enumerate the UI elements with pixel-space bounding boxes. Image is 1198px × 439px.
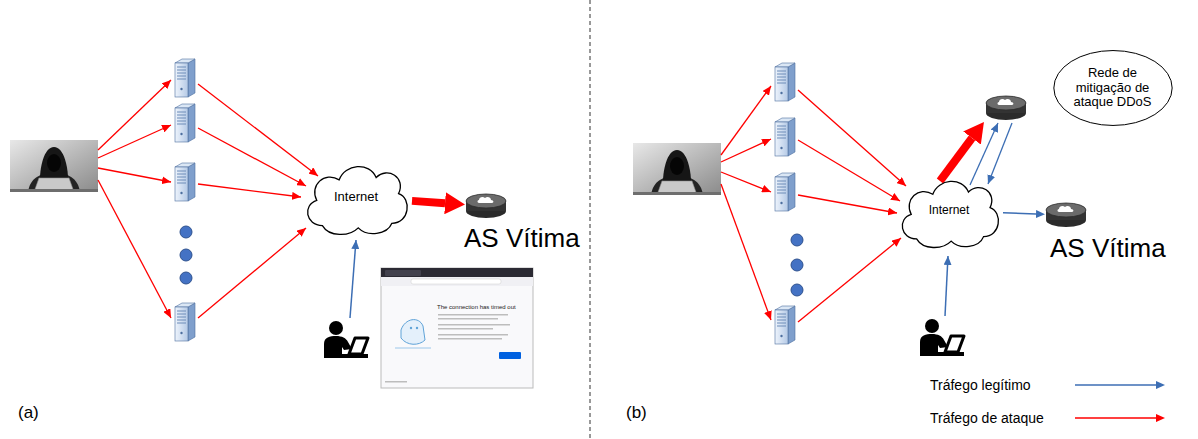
- ellipsis-dots: [791, 234, 803, 296]
- panel-divider: [590, 0, 591, 439]
- victim-router: AS Vítima: [1045, 202, 1087, 228]
- server-icon: [175, 163, 195, 201]
- error-title: The connection has timed out: [437, 304, 516, 311]
- internet-cloud: Internet: [300, 157, 412, 237]
- router-shape: [1045, 202, 1087, 228]
- ellipsis-dots: [180, 226, 192, 284]
- attack-flow-arrow: [412, 201, 445, 203]
- server-icon: [175, 104, 195, 142]
- server-icon: [775, 306, 795, 344]
- legend-text: Tráfego legítimo: [930, 377, 1031, 393]
- router-icon: [1046, 203, 1086, 227]
- mitigation-router: [986, 96, 1026, 120]
- node-text: Internet: [334, 190, 378, 205]
- node-text: AS Vítima: [464, 224, 580, 254]
- legit-arrow: [350, 240, 356, 318]
- node-text: AS Vítima: [1050, 234, 1166, 264]
- legit-user: [324, 321, 368, 358]
- attacker-photo: [633, 143, 721, 195]
- server-icon: [775, 63, 795, 101]
- legend-text: Tráfego de ataque: [930, 410, 1044, 426]
- attack-arrows: [98, 80, 318, 318]
- attacker-photo: [10, 140, 98, 192]
- legend-sample: [1075, 417, 1156, 419]
- cloud-outline: [902, 181, 998, 247]
- router-shape: [465, 193, 507, 219]
- legit-arrow: [945, 256, 948, 316]
- server-icon: [175, 303, 195, 341]
- server-icon: [775, 173, 795, 211]
- server-icon: [175, 59, 195, 97]
- diverted-attack-arrow: [940, 138, 972, 181]
- internet-cloud: Internet: [895, 172, 1003, 250]
- legit-arrow: [970, 123, 998, 185]
- panel-letter: (b): [626, 403, 647, 423]
- node-text: Internet: [929, 204, 970, 218]
- attack-arrows: [721, 86, 906, 322]
- router-icon: [466, 194, 506, 218]
- ellipse-outline: [1053, 51, 1171, 126]
- mitigation-ellipse: Rede de mitigação de ataque DDoS: [1053, 50, 1173, 126]
- cloud-outline: [308, 167, 408, 235]
- clean-return-arrow: [988, 123, 1012, 184]
- node-text: Rede de mitigação de ataque DDoS: [1073, 66, 1153, 111]
- legit-user: [920, 319, 964, 356]
- legend-sample: [1075, 384, 1156, 386]
- victim-router: AS Vítima: [465, 193, 507, 219]
- legit-flow-arrow: [1003, 213, 1036, 214]
- panel-letter: (a): [18, 403, 39, 423]
- browser-screenshot: [381, 268, 533, 388]
- server-icon: [775, 118, 795, 156]
